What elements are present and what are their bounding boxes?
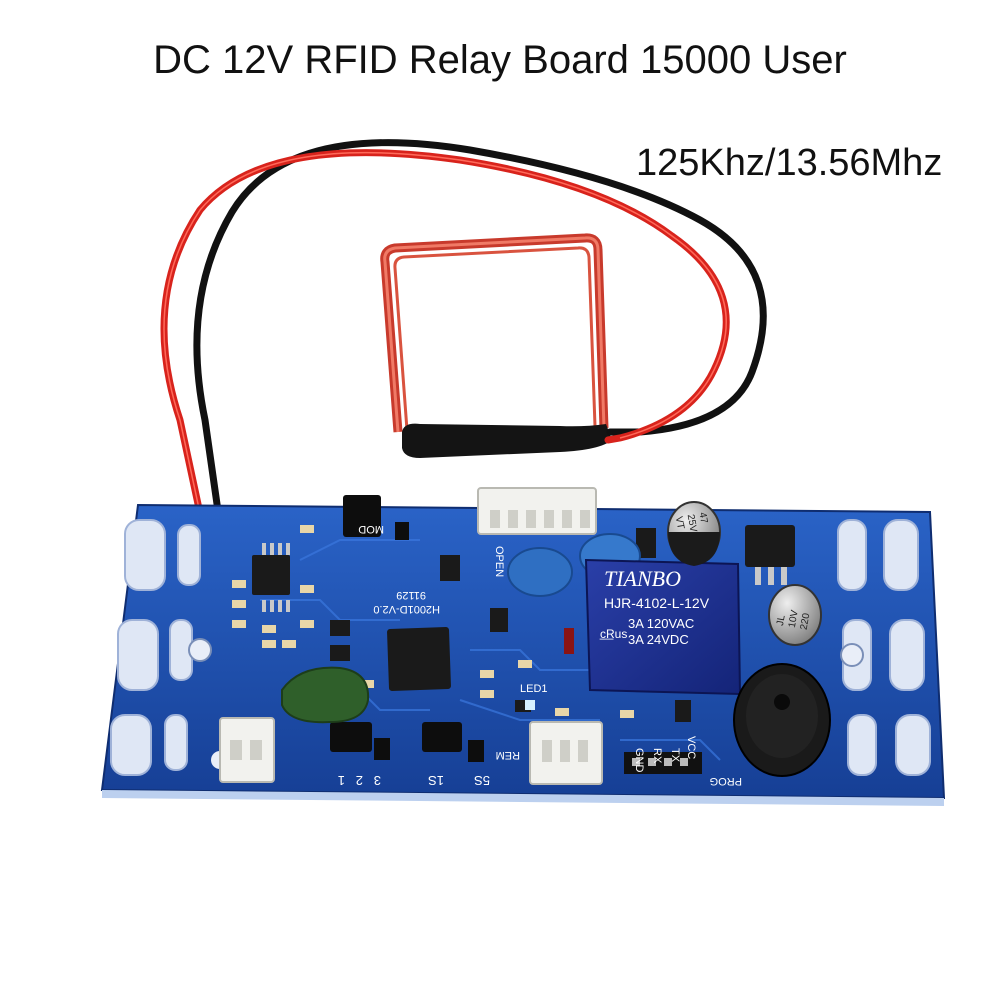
- connector-power: [219, 717, 275, 783]
- silk-board-code: 91129: [396, 589, 426, 601]
- silk-tx: TX: [669, 748, 681, 763]
- silk-rx: RX: [651, 748, 663, 764]
- smd-components: [232, 525, 795, 722]
- silk-1s: 1S: [428, 773, 444, 788]
- cap-small-voltage: 10V: [787, 609, 801, 629]
- electrolytic-capacitor-large: 47 25V VT: [667, 501, 721, 566]
- silk-open: OPEN: [493, 546, 505, 577]
- cap-small-series: JL: [775, 614, 788, 627]
- relay-model: HJR-4102-L-12V: [604, 595, 710, 611]
- silk-5s: 5S: [474, 773, 490, 788]
- film-capacitor: [281, 666, 370, 724]
- frequency-subtitle: 125Khz/13.56Mhz: [636, 142, 943, 184]
- relay-brand: TIANBO: [604, 566, 681, 591]
- jumper-headers: [330, 495, 484, 762]
- silkscreen: OPEN MOD REM PROG GND RX TX VCC LED1 1 2…: [338, 523, 742, 788]
- silk-prog: PROG: [710, 775, 742, 787]
- coil-heatshrink: [402, 423, 612, 458]
- relay-cert-mark: c̲R̲us: [599, 627, 627, 641]
- wire-pair: [160, 139, 767, 758]
- silk-rem: REM: [496, 749, 520, 761]
- cap-large-voltage: 25V: [685, 514, 699, 534]
- silk-jumper-3: 3: [374, 773, 381, 788]
- cap-large-series: VT: [673, 516, 686, 530]
- buzzer: [733, 663, 831, 777]
- cap-large-value: 47: [696, 511, 709, 524]
- silk-jumper-1: 1: [338, 773, 345, 788]
- silk-gnd: GND: [633, 748, 645, 773]
- prog-header: [624, 752, 702, 774]
- connector-rem: [529, 721, 603, 785]
- antenna-coil: [380, 233, 609, 433]
- product-title: DC 12V RFID Relay Board 15000 User: [153, 38, 847, 82]
- relay: TIANBO HJR-4102-L-12V 3A 120VAC 3A 24VDC…: [584, 558, 742, 696]
- connector-top: [477, 487, 597, 535]
- silk-jumper-2: 2: [356, 773, 363, 788]
- silk-vcc: VCC: [685, 736, 697, 759]
- silk-mod: MOD: [358, 523, 384, 535]
- relay-rating-ac: 3A 120VAC: [628, 616, 694, 631]
- relay-rating-dc: 3A 24VDC: [628, 632, 689, 647]
- electrolytic-capacitor-small: JL 10V 220: [768, 584, 822, 646]
- silk-led1: LED1: [520, 683, 548, 695]
- silk-board-version: H2001D-V2.0: [373, 603, 440, 615]
- cap-small-value: 220: [799, 612, 813, 631]
